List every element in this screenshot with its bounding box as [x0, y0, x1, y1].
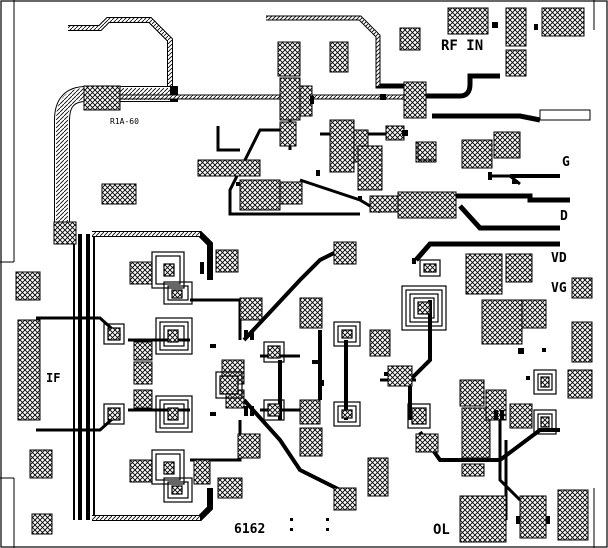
pad	[447, 7, 489, 35]
label-g: G	[562, 155, 570, 170]
label-vg: VG	[551, 281, 567, 296]
label-resistor: R1A-60	[110, 117, 139, 126]
spiral-inductors	[103, 251, 557, 503]
spiral-inductor-main	[401, 285, 447, 331]
pads	[15, 7, 593, 543]
label-vd: VD	[551, 251, 567, 266]
label-chip-id: 6162	[234, 522, 265, 537]
label-if: IF	[46, 371, 60, 385]
vias	[200, 22, 550, 524]
alignment-mark	[290, 518, 293, 521]
label-d: D	[560, 209, 568, 224]
label-rf-in: RF IN	[441, 38, 483, 54]
label-ol: OL	[433, 522, 450, 538]
